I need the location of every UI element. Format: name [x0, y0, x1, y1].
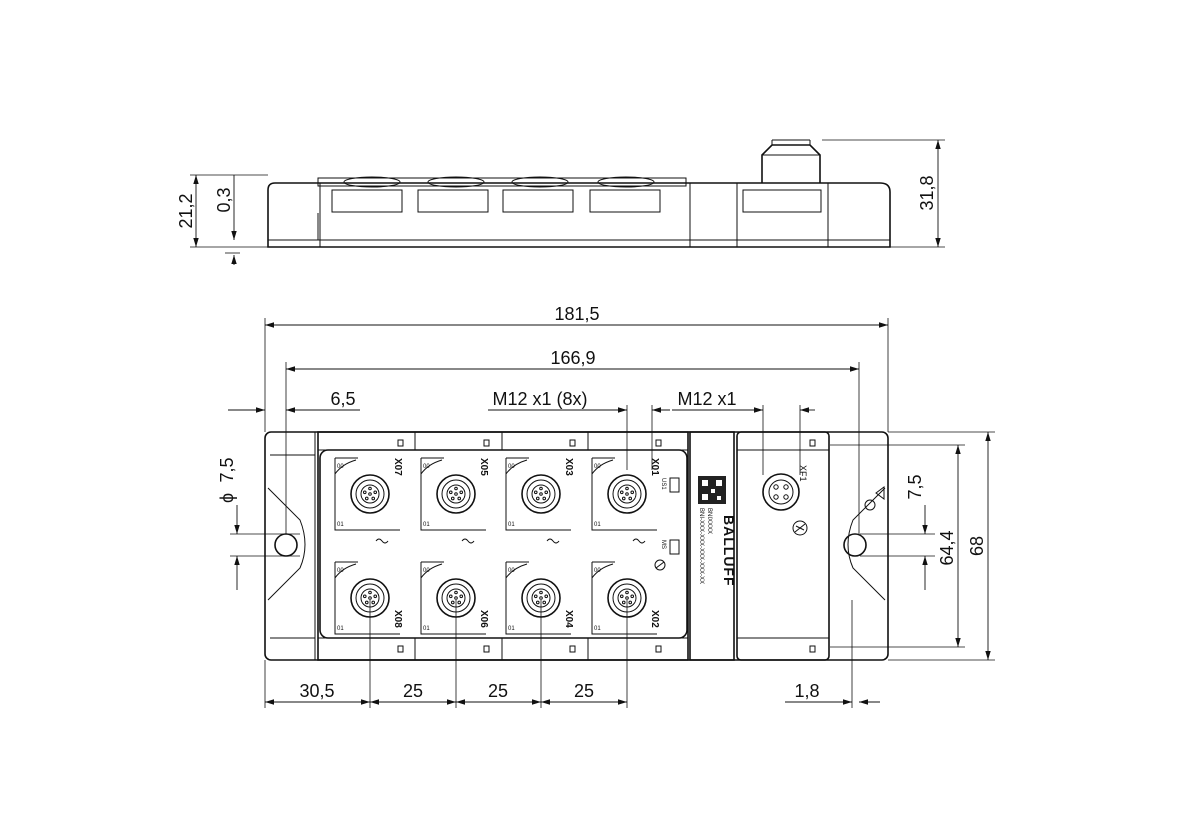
- port-socket: 00 01 X02: [591, 561, 660, 635]
- pin-label: 00: [423, 464, 430, 470]
- pin-label: 00: [508, 568, 515, 574]
- side-view: [267, 139, 891, 248]
- coding-mark: [632, 538, 646, 544]
- coding-mark: [461, 538, 475, 544]
- brand-logo: BALLUFF: [721, 515, 737, 587]
- port-socket: 00 01 X04: [505, 561, 574, 635]
- led-ms-label: MS: [660, 540, 666, 549]
- model-line-2: BNI-XXX-XXX-XXX-XXX-XX: [698, 508, 704, 584]
- m12-socket-ring: [607, 474, 647, 514]
- port-label: X02: [649, 610, 660, 628]
- dim-port-pitch-3: 25: [574, 681, 594, 701]
- pin-label: 01: [337, 626, 344, 632]
- port-label: X04: [563, 610, 574, 628]
- dim-total-height: 31,8: [917, 175, 937, 210]
- dim-overall-length: 181,5: [554, 304, 599, 324]
- led-us-label: US1: [660, 478, 666, 490]
- m12-socket-ring: [350, 474, 390, 514]
- earth-icon: [654, 559, 666, 571]
- dim-hole-distance-vertical: 64,4: [937, 530, 957, 565]
- m12-socket-ring: [436, 474, 476, 514]
- pin-label: 01: [508, 626, 515, 632]
- dim-width: 68: [967, 536, 987, 556]
- port-socket: 00 01 X08: [334, 561, 403, 635]
- port-socket: 00 01 X06: [420, 561, 489, 635]
- pin-label: 00: [423, 568, 430, 574]
- dim-edge-offset: 1,8: [794, 681, 819, 701]
- dim-hole-vertical-offset: 7,5: [905, 474, 925, 499]
- pin-label: 01: [594, 522, 601, 528]
- port-socket: 00 01 X05: [420, 457, 489, 544]
- dim-hole-offset: 6,5: [330, 389, 355, 409]
- pin-label: 00: [337, 464, 344, 470]
- dim-port-thread-8x: M12 x1 (8x): [492, 389, 587, 409]
- status-leds: US1 MS: [654, 477, 680, 571]
- pin-label: 00: [337, 568, 344, 574]
- ground-icon: [792, 520, 808, 536]
- dim-side-height-2: 0,3: [214, 187, 234, 212]
- coding-mark: [546, 538, 560, 544]
- model-line-1: BNIXXXX: [706, 508, 712, 534]
- port-socket: 00 01 X03: [505, 457, 574, 544]
- top-view: [264, 431, 889, 661]
- pin-label: 00: [594, 568, 601, 574]
- dim-hole-spacing: 166,9: [550, 348, 595, 368]
- port-label: X05: [478, 458, 489, 476]
- dim-hole-diameter: 7,5: [217, 457, 237, 482]
- pin-label: 01: [423, 626, 430, 632]
- port-label: X01: [649, 458, 660, 476]
- pin-label: 00: [508, 464, 515, 470]
- port-socket: 00 01 X07: [334, 457, 403, 544]
- dim-port-pitch-1: 25: [403, 681, 423, 701]
- product-label-area: BALLUFF BNIXXXX BNI-XXX-XXX-XXX-XXX-XX: [698, 476, 737, 587]
- pin-label: 01: [594, 626, 601, 632]
- dim-port-pitch-2: 25: [488, 681, 508, 701]
- pin-label: 01: [423, 522, 430, 528]
- dim-diameter-symbol: ϕ: [217, 493, 237, 503]
- pin-label: 01: [508, 522, 515, 528]
- port-label: X06: [478, 610, 489, 628]
- top-dimensions: 181,5 166,9 6,5 M12 x1 (8x) M12 x1 ϕ 7,5: [217, 304, 995, 708]
- pin-label: 00: [594, 464, 601, 470]
- reference-symbol: [864, 486, 885, 511]
- port-socket: 00 01 X01: [591, 457, 660, 544]
- port-label-xf1: XF1: [798, 465, 808, 482]
- port-label: X07: [392, 458, 403, 476]
- dim-port-thread-single: M12 x1: [677, 389, 736, 409]
- side-dimensions: 21,2 0,3 31,8: [176, 139, 945, 265]
- coding-mark: [375, 538, 389, 544]
- m12-socket-ring: [521, 474, 561, 514]
- xf1-connector: XF1: [762, 465, 808, 536]
- dim-side-height-1: 21,2: [176, 193, 196, 228]
- dim-first-port-pitch: 30,5: [299, 681, 334, 701]
- port-label: X03: [563, 458, 574, 476]
- pin-label: 01: [337, 522, 344, 528]
- port-label: X08: [392, 610, 403, 628]
